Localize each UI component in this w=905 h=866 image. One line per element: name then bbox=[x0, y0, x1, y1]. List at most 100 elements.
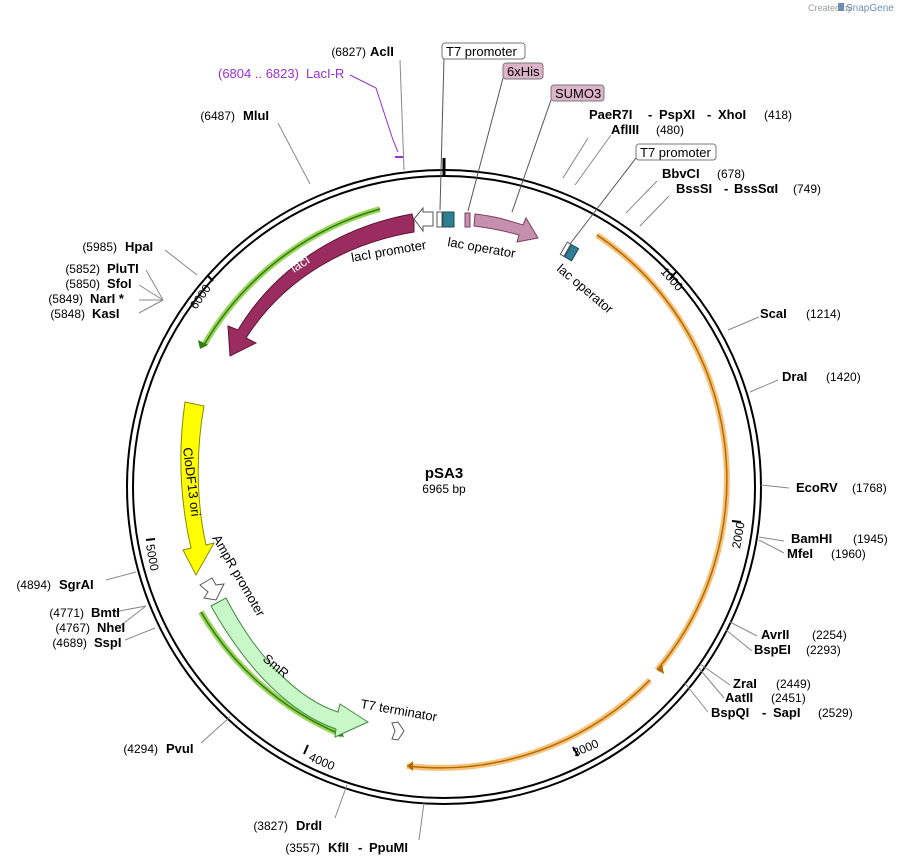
site-zrai[interactable]: ZraI (2449) bbox=[733, 676, 811, 691]
site-drai[interactable]: DraI (1420) bbox=[782, 369, 861, 384]
svg-text:(1768): (1768) bbox=[852, 481, 887, 495]
site-scai[interactable]: ScaI (1214) bbox=[760, 306, 841, 321]
svg-text:PluTI: PluTI bbox=[107, 261, 139, 276]
site-drdi[interactable]: (3827) DrdI bbox=[253, 818, 322, 833]
site-name: AclI bbox=[370, 44, 394, 59]
laci-promoter-arrow[interactable] bbox=[413, 206, 434, 233]
clodf13-ori-feature[interactable] bbox=[180, 401, 216, 577]
t7-promoter-2-block[interactable] bbox=[559, 241, 572, 258]
svg-text:AflIII: AflIII bbox=[611, 122, 639, 137]
svg-text:KasI: KasI bbox=[92, 306, 119, 321]
svg-text:-: - bbox=[358, 840, 362, 855]
site-avrii[interactable]: AvrII (2254) bbox=[761, 627, 847, 642]
lac-operator-2-label: lac operator bbox=[554, 261, 617, 317]
site-sgrai[interactable]: (4894) SgrAI bbox=[16, 577, 93, 592]
site-bspei[interactable]: BspEI (2293) bbox=[754, 642, 841, 657]
sumo3-callout: SUMO3 bbox=[511, 84, 605, 213]
svg-text:(678): (678) bbox=[717, 167, 745, 181]
site-sfoi[interactable]: (5850) SfoI bbox=[65, 276, 131, 291]
site-pluti[interactable]: (5852) PluTI bbox=[65, 261, 138, 276]
site-mlui[interactable]: (6487) MluI bbox=[200, 108, 269, 123]
site-bamhi[interactable]: BamHI (1945) bbox=[791, 531, 888, 546]
svg-text:ZraI: ZraI bbox=[733, 676, 757, 691]
site-sspi[interactable]: (4689) SspI bbox=[52, 635, 121, 650]
site-hpai[interactable]: (5985) HpaI bbox=[82, 239, 153, 254]
svg-text:NheI: NheI bbox=[97, 620, 125, 635]
t7-terminator-arrow[interactable] bbox=[391, 721, 405, 741]
svg-text:(1945): (1945) bbox=[853, 532, 888, 546]
svg-text:SgrAI: SgrAI bbox=[59, 577, 94, 592]
svg-text:PvuI: PvuI bbox=[166, 741, 193, 756]
svg-text:(5850): (5850) bbox=[65, 277, 100, 291]
svg-text:(2254): (2254) bbox=[812, 628, 847, 642]
site-nhei[interactable]: (4767) NheI bbox=[55, 620, 125, 635]
svg-text:(418): (418) bbox=[764, 108, 792, 122]
smr-feature-arrow[interactable] bbox=[210, 597, 370, 738]
green-arc-2-line bbox=[200, 611, 343, 736]
green-arc-1-line bbox=[203, 208, 381, 346]
ampr-promoter-arrow[interactable] bbox=[199, 577, 225, 601]
svg-text:(6487): (6487) bbox=[200, 109, 235, 123]
svg-text:(480): (480) bbox=[656, 123, 684, 137]
plasmid-length: 6965 bp bbox=[422, 482, 466, 496]
site-kasi[interactable]: (5848) KasI bbox=[50, 306, 119, 321]
site-nari[interactable]: (5849) NarI * bbox=[48, 291, 125, 306]
site-mfei[interactable]: MfeI (1960) bbox=[787, 546, 866, 561]
svg-text:-: - bbox=[762, 705, 766, 720]
svg-text:XhoI: XhoI bbox=[718, 107, 746, 122]
tick-label-6000: 6000 bbox=[187, 282, 214, 312]
svg-text:(5852): (5852) bbox=[65, 262, 100, 276]
site-bmti[interactable]: (4771) BmtI bbox=[49, 605, 120, 620]
svg-text:(4894): (4894) bbox=[16, 578, 51, 592]
credit-prefix: Created by bbox=[808, 3, 853, 13]
tick-marks bbox=[145, 271, 742, 757]
site-bbvci[interactable]: BbvCI (678) bbox=[662, 166, 745, 181]
orange-arc-1-line bbox=[596, 234, 728, 671]
t7-promoter-1-label: T7 promoter bbox=[446, 44, 517, 59]
site-bspqi-sapi[interactable]: BspQI - SapI (2529) bbox=[711, 705, 853, 720]
svg-text:(3557): (3557) bbox=[285, 841, 320, 855]
t7-promoter-1-block[interactable] bbox=[436, 211, 443, 228]
svg-text:(749): (749) bbox=[793, 182, 821, 196]
site-acli[interactable]: (6827) AclI bbox=[331, 44, 394, 59]
svg-text:NarI *: NarI * bbox=[90, 291, 125, 306]
svg-text:DraI: DraI bbox=[782, 369, 807, 384]
t7-promoter-2-callout: T7 promoter bbox=[569, 143, 717, 245]
svg-text:(4294): (4294) bbox=[123, 742, 158, 756]
lac-operator-1-block[interactable] bbox=[442, 211, 455, 228]
svg-text:KflI: KflI bbox=[328, 840, 349, 855]
lac-operator-2-block[interactable] bbox=[563, 244, 580, 262]
svg-text:(4689): (4689) bbox=[52, 636, 87, 650]
svg-text:(5848): (5848) bbox=[50, 307, 85, 321]
site-kfli-ppumi[interactable]: (3557) KflI - PpuMI bbox=[285, 840, 408, 855]
credit-brand: SnapGene bbox=[846, 3, 894, 14]
svg-text:BssSI: BssSI bbox=[676, 181, 712, 196]
site-ecorv[interactable]: EcoRV (1768) bbox=[796, 480, 887, 495]
orange-arc-2-arrow bbox=[407, 761, 413, 771]
site-aatii[interactable]: AatII (2451) bbox=[725, 690, 806, 705]
primer-leader bbox=[349, 74, 399, 153]
svg-text:(3827): (3827) bbox=[253, 819, 288, 833]
site-bsssi[interactable]: BssSI - BssSαI (749) bbox=[676, 181, 821, 196]
primer-lacir-name: LacI-R bbox=[306, 66, 344, 81]
svg-text:BbvCI: BbvCI bbox=[662, 166, 700, 181]
t7-promoter-1-callout: T7 promoter bbox=[439, 42, 526, 211]
t7-promoter-2-label: T7 promoter bbox=[640, 145, 711, 160]
primer-lacir-pos: (6804 .. 6823) bbox=[218, 66, 299, 81]
site-afliii[interactable]: AflIII (480) bbox=[611, 122, 684, 137]
laci-feature-arrow[interactable] bbox=[227, 213, 415, 357]
tick-label-2000: 2000 bbox=[729, 520, 747, 549]
svg-text:(1960): (1960) bbox=[831, 547, 866, 561]
orange-arc-2-line bbox=[406, 679, 651, 769]
sumo3-feature-arrow[interactable] bbox=[473, 213, 539, 243]
6xhis-block[interactable] bbox=[464, 212, 471, 228]
snapgene-logo-icon bbox=[838, 3, 844, 11]
site-paer7i-pspxi-xhoi[interactable]: PaeR7I - PspXI - XhoI (418) bbox=[589, 107, 792, 122]
tick-label-1000: 1000 bbox=[658, 265, 686, 294]
svg-text:PpuMI: PpuMI bbox=[369, 840, 408, 855]
svg-text:(2451): (2451) bbox=[771, 691, 806, 705]
site-pvui[interactable]: (4294) PvuI bbox=[123, 741, 193, 756]
svg-text:(1420): (1420) bbox=[826, 370, 861, 384]
svg-text:BmtI: BmtI bbox=[91, 605, 120, 620]
